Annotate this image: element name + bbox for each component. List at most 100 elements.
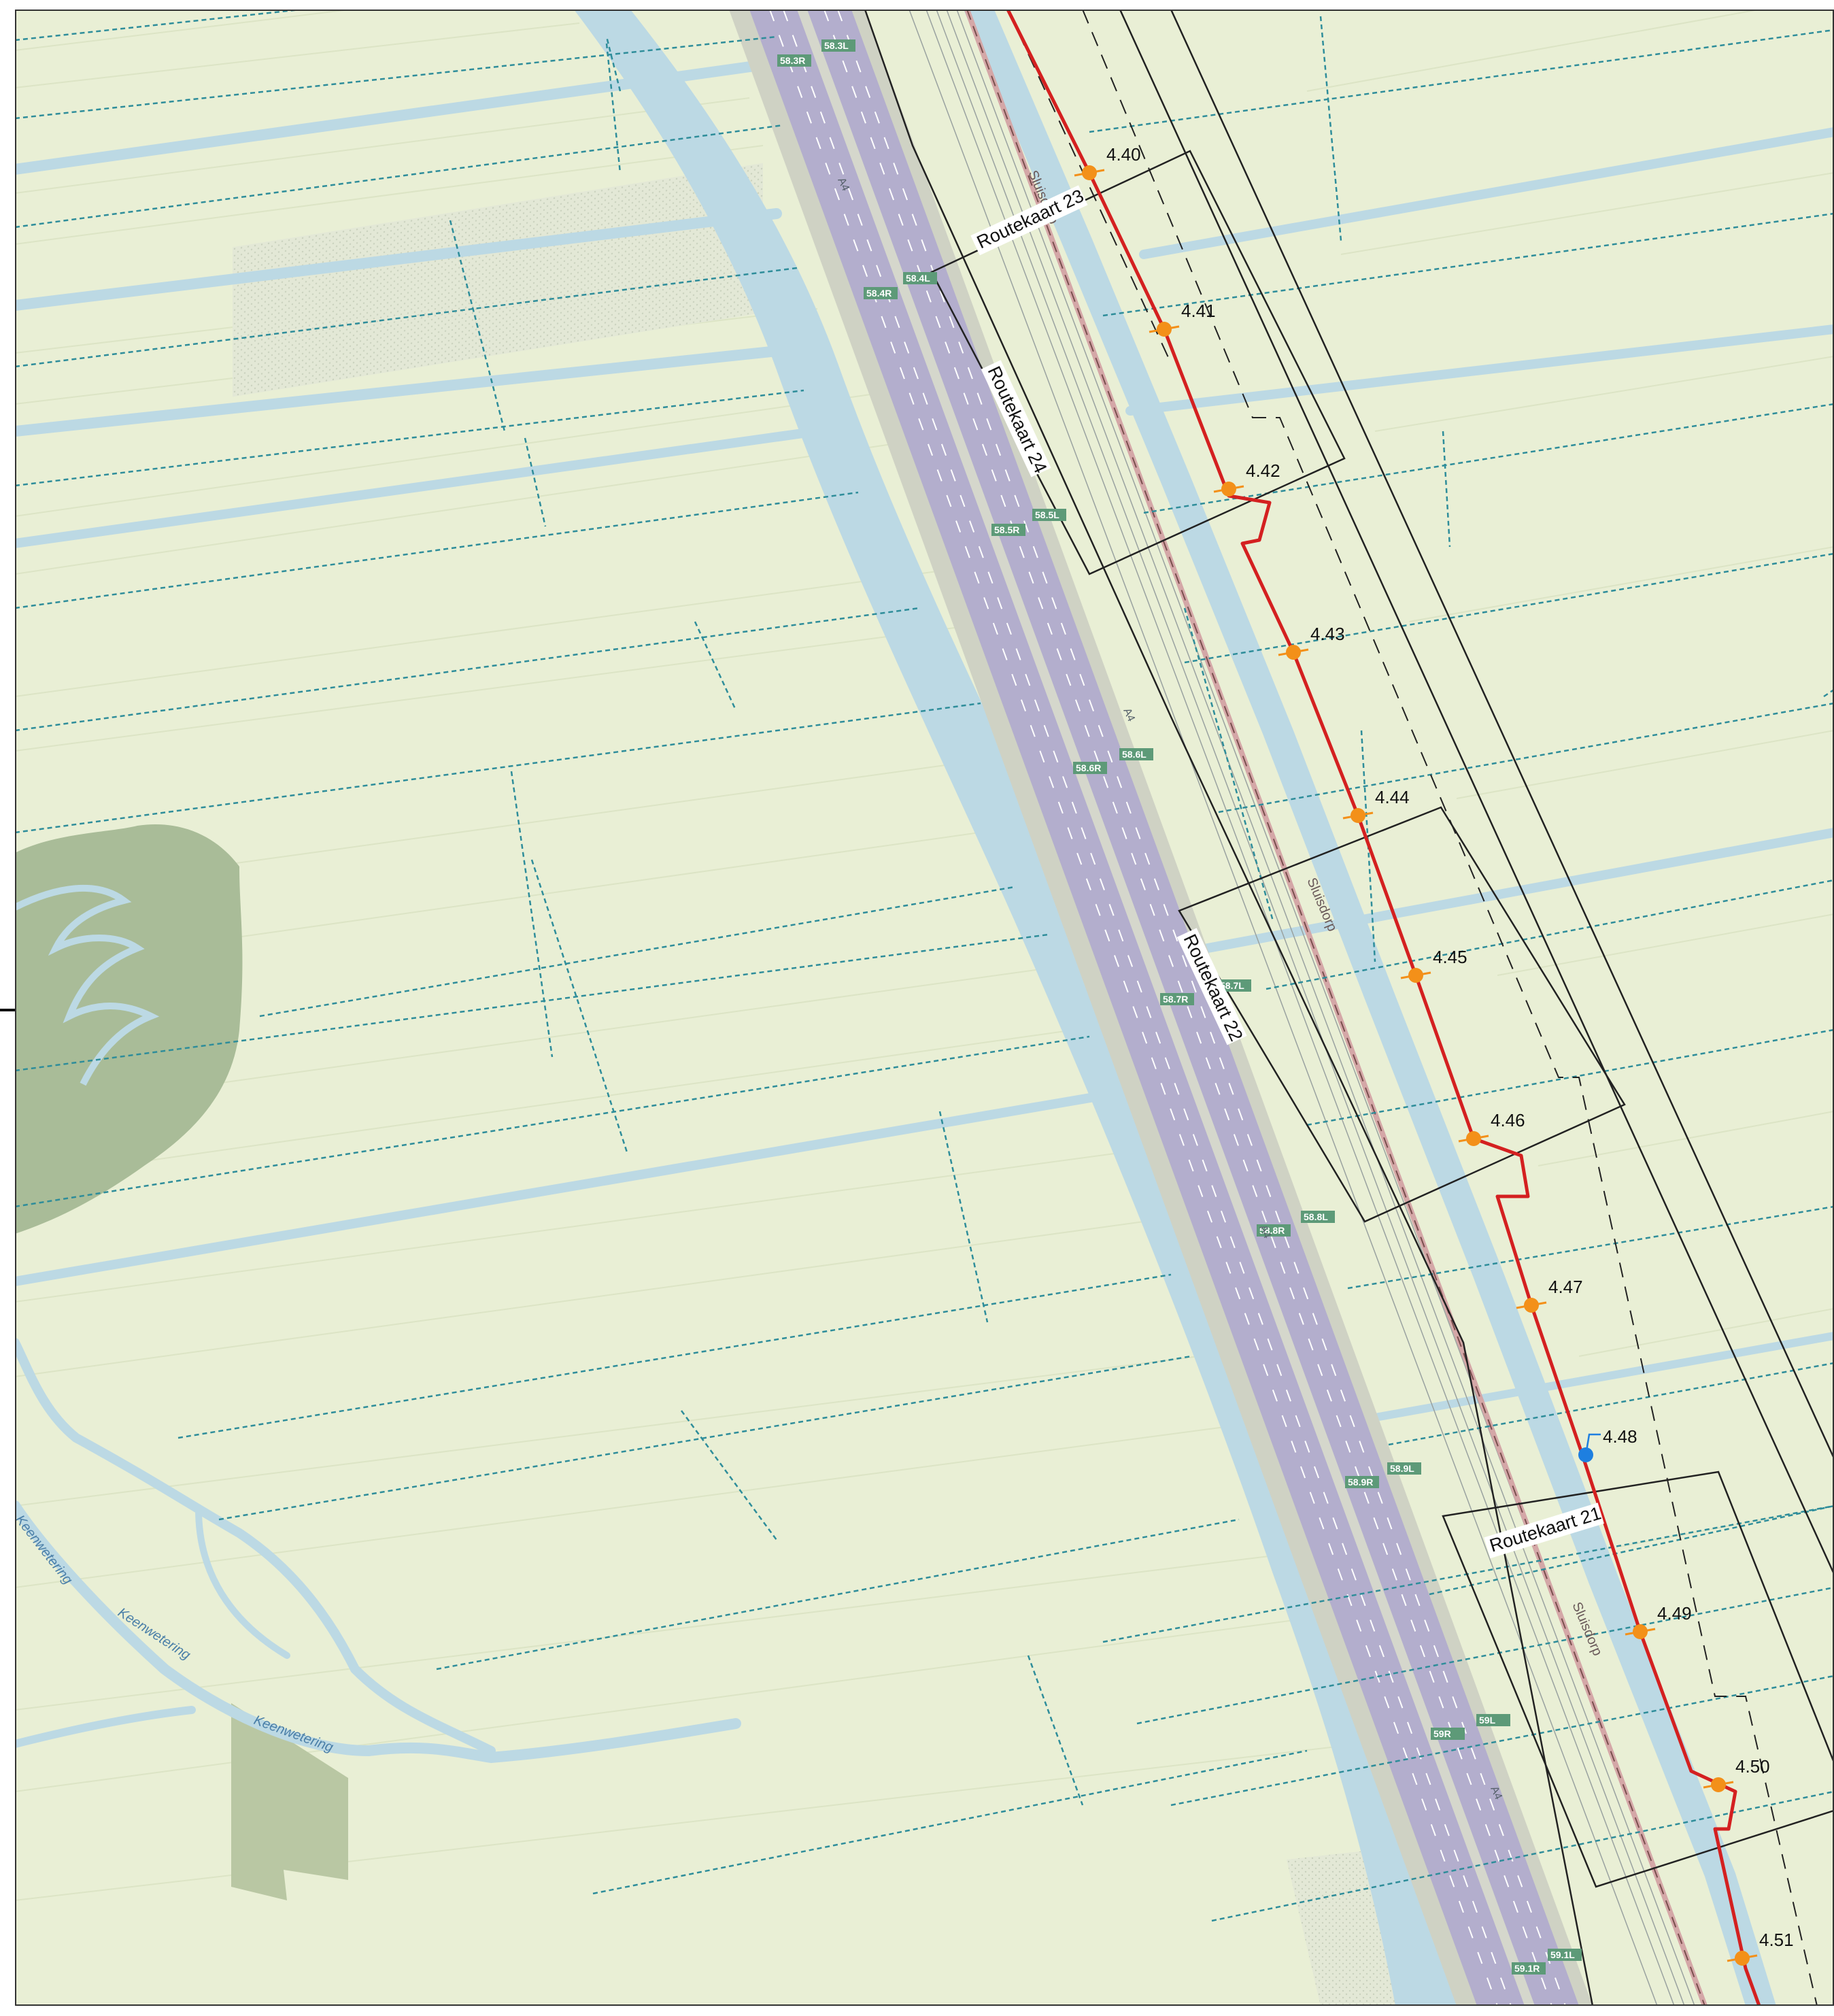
route-marker-dot-orange[interactable] bbox=[1711, 1777, 1726, 1792]
hectometer-sign-bg bbox=[1217, 979, 1251, 992]
route-marker-label: 4.40 bbox=[1106, 144, 1141, 165]
hectometer-sign: 58.8R bbox=[1257, 1224, 1291, 1237]
route-marker[interactable]: 4.42 bbox=[1213, 460, 1280, 497]
hectometer-sign-bg bbox=[777, 54, 811, 67]
hectometer-sign-bg bbox=[1032, 509, 1066, 521]
hectometer-sign-label: 58.9L bbox=[1390, 1463, 1414, 1474]
route-marker[interactable]: 4.49 bbox=[1625, 1603, 1692, 1639]
hectometer-sign-label: 58.7L bbox=[1220, 980, 1244, 991]
hectometer-sign: 59L bbox=[1476, 1714, 1510, 1726]
route-marker[interactable]: 4.50 bbox=[1703, 1756, 1770, 1792]
route-markers: 4.40 4.41 4.42 4.43 4.44 4.45 4.46 4.47 4.48 4.49… bbox=[1074, 144, 1794, 1966]
ditches bbox=[15, 10, 1834, 1922]
hectometer-sign-label: 59R bbox=[1433, 1728, 1451, 1739]
hectometer-sign: 58.9L bbox=[1387, 1462, 1421, 1475]
route-marker-dot-orange[interactable] bbox=[1157, 322, 1172, 337]
road-label-a4: A4 bbox=[1257, 1224, 1273, 1241]
hectometer-signs: 58.3R 58.3L 58.4R 58.4L 58.5R 58.5L 58.6R 58.6L… bbox=[777, 39, 1582, 1975]
hectometer-sign-bg bbox=[821, 39, 855, 52]
hectometer-sign-bg bbox=[1548, 1949, 1582, 1961]
map-border bbox=[15, 10, 1834, 2006]
hectometer-sign-bg bbox=[864, 287, 898, 299]
route-marker-label: 4.48 bbox=[1603, 1426, 1637, 1447]
hectometer-sign-label: 58.6R bbox=[1076, 762, 1101, 773]
hectometer-sign-label: 59.1L bbox=[1550, 1949, 1575, 1960]
polder-inlet bbox=[15, 884, 160, 1086]
hectometer-sign-label: 58.3R bbox=[780, 55, 805, 66]
hectometer-sign-label: 58.9R bbox=[1348, 1477, 1373, 1488]
route-map-dashed-lines bbox=[1007, 10, 1818, 2006]
route-marker-label: 4.49 bbox=[1657, 1603, 1692, 1624]
route-marker-dot-orange[interactable] bbox=[1524, 1298, 1539, 1313]
route-marker-label: 4.44 bbox=[1375, 787, 1410, 807]
polder-area-south bbox=[231, 1703, 348, 1900]
route-marker-label: 4.47 bbox=[1548, 1277, 1583, 1297]
hectometer-sign-label: 58.6L bbox=[1122, 749, 1147, 760]
hectometer-sign: 58.8L bbox=[1301, 1211, 1335, 1223]
map-canvas[interactable]: 58.3R 58.3L 58.4R 58.4L 58.5R 58.5L 58.6R 58.6L… bbox=[15, 10, 1834, 2006]
hectometer-sign-label: 58.5L bbox=[1035, 509, 1059, 520]
route-marker-dot-orange[interactable] bbox=[1082, 165, 1097, 180]
hectometer-sign: 58.4L bbox=[903, 272, 937, 284]
route-marker-label: 4.43 bbox=[1310, 624, 1345, 644]
route-marker[interactable]: 4.40 bbox=[1074, 144, 1141, 180]
main-canal-west bbox=[574, 10, 1457, 2006]
highway-lane-markings bbox=[769, 10, 1566, 2006]
hectometer-sign-label: 58.3L bbox=[824, 40, 849, 51]
route-marker-dot-orange[interactable] bbox=[1408, 968, 1423, 983]
hectometer-sign-bg bbox=[1119, 748, 1153, 760]
hectometer-sign: 58.9R bbox=[1345, 1476, 1379, 1488]
route-marker-label: 4.51 bbox=[1759, 1930, 1794, 1950]
hectometer-sign-label: 58.8L bbox=[1304, 1211, 1328, 1222]
hectometer-sign-bg bbox=[1512, 1962, 1546, 1975]
hectometer-sign-bg bbox=[1476, 1714, 1510, 1726]
reed-field bbox=[233, 163, 763, 397]
route-marker-label: 4.45 bbox=[1433, 947, 1467, 967]
hectometer-sign-label: 58.8R bbox=[1259, 1225, 1285, 1236]
hectometer-sign: 59R bbox=[1431, 1728, 1465, 1740]
hectometer-sign: 59.1R bbox=[1512, 1962, 1546, 1975]
route-marker[interactable]: 4.44 bbox=[1342, 787, 1410, 823]
hectometer-sign-label: 58.7R bbox=[1163, 994, 1188, 1005]
route-marker-dot-blue[interactable] bbox=[1578, 1447, 1593, 1462]
route-marker-dot-orange[interactable] bbox=[1633, 1624, 1648, 1639]
route-marker[interactable]: 4.43 bbox=[1278, 624, 1345, 660]
cable-route bbox=[1006, 10, 1761, 2006]
hectometer-sign-bg bbox=[1160, 993, 1194, 1005]
route-marker[interactable]: 4.48 bbox=[1578, 1426, 1637, 1462]
road-label-a4: A4 bbox=[1488, 1785, 1504, 1802]
route-marker[interactable]: 4.45 bbox=[1400, 947, 1467, 983]
route-marker-dot-orange[interactable] bbox=[1221, 482, 1236, 497]
route-marker-label: 4.46 bbox=[1491, 1110, 1525, 1130]
hectometer-sign: 58.6R bbox=[1073, 762, 1107, 774]
road-label-a4: A4 bbox=[1121, 707, 1137, 724]
map-edge-tick bbox=[0, 1009, 15, 1011]
railway-dashed-center bbox=[966, 10, 1705, 2006]
route-marker-dot-orange[interactable] bbox=[1286, 645, 1301, 660]
routekaart-24-edge bbox=[864, 10, 1594, 2006]
hectometer-sign-bg bbox=[1387, 1462, 1421, 1475]
route-marker[interactable]: 4.47 bbox=[1516, 1277, 1583, 1313]
hectometer-sign-label: 59L bbox=[1479, 1715, 1496, 1726]
hectometer-sign: 59.1L bbox=[1548, 1949, 1582, 1961]
hectometer-sign: 58.7L bbox=[1217, 979, 1251, 992]
route-marker[interactable]: 4.46 bbox=[1458, 1110, 1525, 1146]
route-marker-dot-orange[interactable] bbox=[1466, 1131, 1481, 1146]
hectometer-sign: 58.6L bbox=[1119, 748, 1153, 760]
hectometer-sign: 58.7R bbox=[1160, 993, 1194, 1005]
hectometer-sign-label: 59.1R bbox=[1514, 1963, 1540, 1974]
route-marker[interactable]: 4.51 bbox=[1727, 1930, 1794, 1966]
map-frame[interactable]: 58.3R 58.3L 58.4R 58.4L 58.5R 58.5L 58.6R 58.6L… bbox=[15, 10, 1834, 2006]
route-marker-label: 4.41 bbox=[1181, 301, 1216, 321]
route-marker-dot-orange[interactable] bbox=[1735, 1951, 1750, 1966]
main-canal-east bbox=[964, 10, 1776, 2006]
hectometer-sign-bg bbox=[1431, 1728, 1465, 1740]
hectometer-sign: 58.4R bbox=[864, 287, 898, 299]
route-marker-dot-orange[interactable] bbox=[1351, 808, 1365, 823]
hectometer-sign-bg bbox=[903, 272, 937, 284]
hectometer-sign: 58.5R bbox=[991, 524, 1025, 536]
hectometer-sign-bg bbox=[1073, 762, 1107, 774]
route-marker[interactable]: 4.41 bbox=[1149, 301, 1216, 337]
hectometer-sign-label: 58.4R bbox=[866, 288, 891, 299]
hectometer-sign-bg bbox=[1345, 1476, 1379, 1488]
